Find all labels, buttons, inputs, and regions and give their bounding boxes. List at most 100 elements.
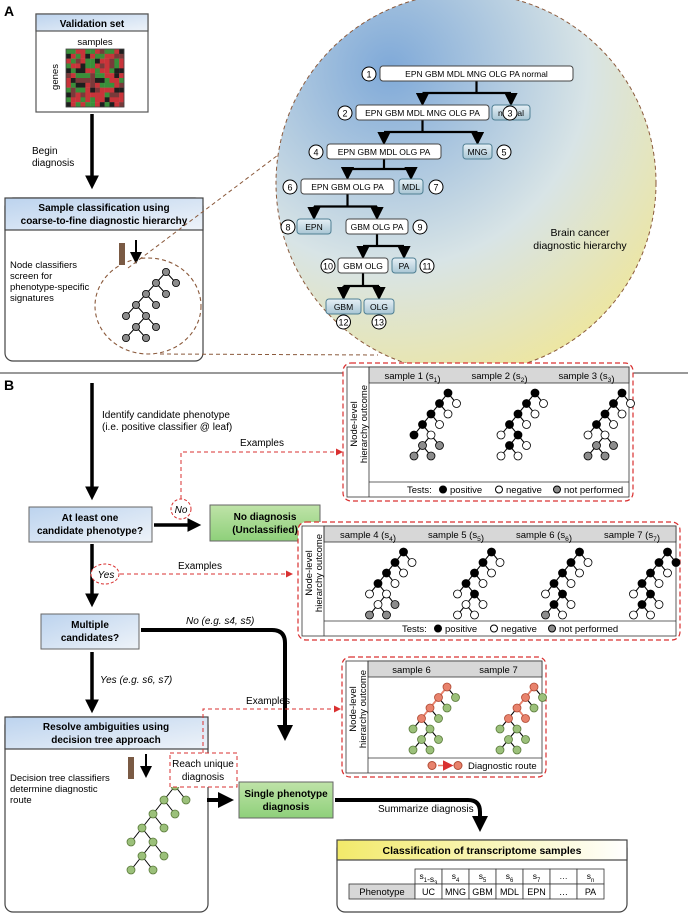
heatmap-cell (80, 97, 86, 103)
panel-b-label: B (4, 377, 14, 393)
tree-node (159, 851, 169, 861)
hier-node-number-circle (308, 144, 324, 160)
heatmap-cell (70, 87, 76, 93)
tree-node (453, 610, 462, 620)
tree-node (609, 420, 618, 429)
heatmap-cell (114, 73, 120, 79)
hier-node-number-circle (282, 179, 298, 195)
heatmap-cell (104, 92, 110, 98)
genes-label: genes (50, 64, 61, 90)
tree-node (654, 600, 664, 609)
hierarchy-caption-1: Brain cancer (551, 227, 610, 239)
tree-node (435, 399, 444, 408)
heatmap-cell (99, 53, 105, 59)
hier-node-number: 13 (374, 318, 384, 328)
hier-node-box (462, 143, 493, 160)
legend-route-dot (453, 761, 463, 770)
hier-node-number: 9 (417, 223, 422, 233)
heatmap-cell (70, 63, 76, 69)
tree-node (382, 589, 391, 599)
sample-classification-box: Sample classification using coarse-to-fi… (4, 197, 204, 362)
hier-node-number-circle (428, 179, 444, 195)
tree-node (470, 568, 479, 578)
heatmap-cell (99, 68, 105, 74)
hierarchy-outcome-label: hierarchy outcome (359, 385, 370, 463)
tree-node (513, 430, 523, 440)
node-text-2: screen for (10, 271, 52, 282)
heatmap-cell (75, 82, 81, 88)
heatmap-cell (85, 53, 91, 59)
hier-node-number: 4 (313, 148, 318, 158)
heatmap-cell (99, 58, 105, 64)
tree-node (583, 558, 593, 567)
tree-node (583, 451, 593, 461)
heatmap-cell (66, 73, 72, 79)
heatmap-cell (109, 82, 115, 88)
example-panel-frame (346, 366, 630, 498)
hier-node-box (300, 178, 395, 195)
hier-node-number-circle (502, 105, 518, 121)
tree-node (159, 795, 169, 805)
tree-node (418, 420, 427, 429)
heatmap-cell (90, 87, 96, 93)
validation-set-box: Validation set samples genes (35, 13, 149, 113)
hier-node-number-circle (337, 105, 353, 121)
heatmap-cell (90, 97, 96, 103)
tree-node (529, 703, 539, 713)
heatmap-cell (114, 102, 120, 108)
heatmap-cell (119, 82, 125, 88)
tree-node (505, 441, 514, 450)
tree-node (126, 837, 136, 847)
examples-label-3: Examples (246, 696, 290, 707)
heatmap-cell (80, 63, 86, 69)
hierarchy-circle (275, 0, 657, 374)
tree-node (365, 589, 374, 599)
tree-node (671, 558, 681, 567)
tree-node (558, 568, 567, 578)
decision-tree (126, 781, 191, 875)
heatmap-cell (75, 49, 81, 55)
tree-node (425, 724, 435, 734)
heatmap-cell (80, 58, 86, 64)
hier-node-number: 7 (433, 183, 438, 193)
zoom-ellipse (94, 257, 202, 355)
sample-header: sample 5 (s5) (428, 530, 484, 544)
heatmap-cell (104, 58, 110, 64)
heatmap-cell (104, 78, 110, 84)
tree-node (122, 333, 131, 342)
heatmap-cell (70, 49, 76, 55)
tree-node (617, 409, 627, 419)
heatmap-cell (119, 87, 125, 93)
node-text-4: signatures (10, 293, 54, 304)
no-label: No (175, 505, 188, 516)
hier-node-number-circle (419, 258, 435, 274)
tree-node (435, 420, 444, 429)
table-header: sn (587, 871, 595, 884)
tree-node (461, 600, 471, 609)
tree-node (453, 589, 462, 599)
reach-unique-box (169, 752, 238, 788)
zoom-line-bottom (159, 353, 379, 356)
hier-node-label: MNG (468, 147, 488, 157)
heatmap-cell (119, 97, 125, 103)
hier-node-label: GBM OLG PA (351, 222, 404, 232)
heatmap-cell (99, 82, 105, 88)
tree-node (487, 547, 496, 557)
heatmap-cell (95, 102, 101, 108)
tree-node (521, 693, 530, 702)
tree-node (407, 558, 417, 567)
single-phenotype-box (238, 781, 334, 819)
table-value: … (559, 887, 568, 897)
tree-node (629, 589, 638, 599)
tree-node (504, 714, 513, 723)
tree-node (148, 865, 158, 875)
tree-node (637, 579, 647, 588)
sample-header: sample 6 (s6) (516, 530, 572, 544)
hier-node-label: PA (399, 261, 410, 271)
tree-node (495, 745, 505, 755)
tree-node (122, 311, 131, 320)
heatmap-cell (80, 73, 86, 79)
heatmap-cell (85, 49, 91, 55)
heatmap-cell (75, 92, 81, 98)
small-hierarchy-tree (122, 267, 180, 342)
